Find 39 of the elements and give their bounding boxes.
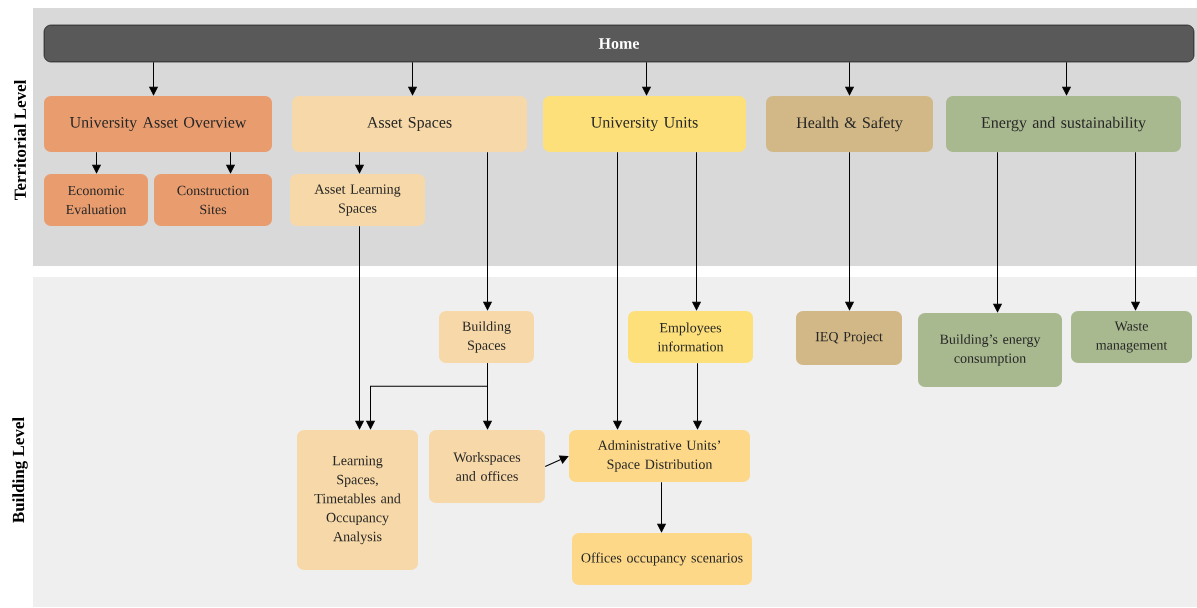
process-box: Employees information bbox=[628, 311, 753, 363]
arrow bbox=[693, 362, 702, 430]
process-box: Workspaces and offices bbox=[429, 430, 545, 503]
arrow bbox=[149, 61, 158, 96]
process-box: Economic Evaluation bbox=[44, 174, 148, 226]
arrow bbox=[642, 61, 651, 96]
process-box: Offices occupancy scenarios bbox=[572, 533, 752, 585]
node-label: Building Level bbox=[12, 417, 28, 523]
process-box: Administrative Units’ Space Distribution bbox=[569, 430, 750, 482]
arrow bbox=[92, 151, 101, 174]
process-box: Building’s energy consumption bbox=[918, 313, 1062, 387]
arrow bbox=[613, 151, 622, 430]
arrow bbox=[226, 151, 235, 174]
process-box: Building Spaces bbox=[439, 311, 534, 363]
process-box: Energy and sustainability bbox=[946, 96, 1181, 152]
arrow bbox=[355, 225, 364, 430]
process-box: Learning Spaces, Timetables and Occupancy Analysis bbox=[297, 430, 418, 570]
arrow bbox=[657, 481, 666, 533]
arrow bbox=[993, 151, 1002, 313]
arrow bbox=[845, 61, 854, 96]
arrow bbox=[408, 61, 417, 96]
arrow bbox=[483, 362, 492, 430]
process-box: IEQ Project bbox=[796, 311, 902, 365]
process-box: University Units bbox=[543, 96, 746, 152]
arrow bbox=[544, 455, 569, 467]
process-box: University Asset Overview bbox=[44, 96, 272, 152]
menu-bar: Home bbox=[43, 24, 1195, 63]
process-box: Health & Safety bbox=[766, 96, 933, 152]
process-box: Construction Sites bbox=[154, 174, 272, 226]
process-box: Waste management bbox=[1071, 311, 1192, 363]
arrow bbox=[355, 151, 364, 174]
arrow bbox=[692, 151, 701, 311]
arrow bbox=[1131, 151, 1140, 311]
arrow bbox=[845, 151, 854, 311]
arrow bbox=[1062, 61, 1071, 96]
process-box: Asset Spaces bbox=[292, 96, 527, 152]
node-label: Territorial Level bbox=[14, 79, 26, 201]
process-box: Asset Learning Spaces bbox=[290, 174, 425, 226]
arrow bbox=[483, 151, 492, 311]
